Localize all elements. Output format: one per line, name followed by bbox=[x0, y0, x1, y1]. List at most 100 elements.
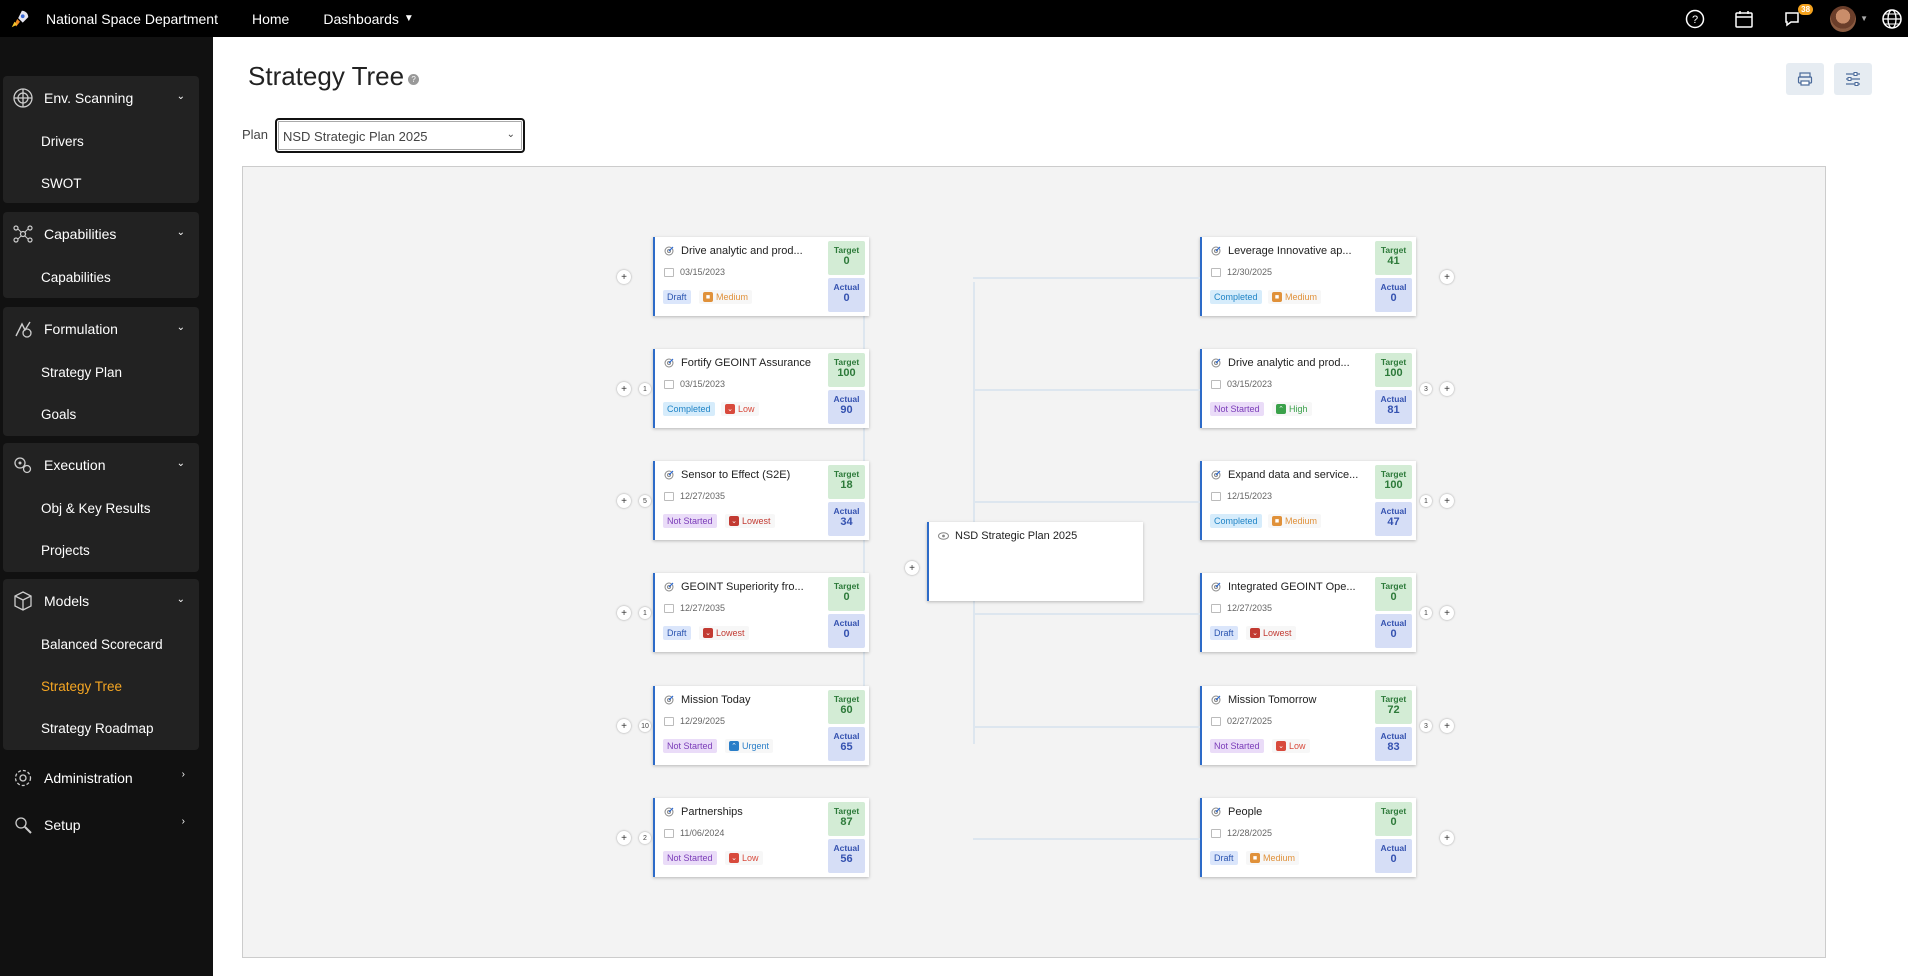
messages-icon[interactable]: 38 bbox=[1781, 3, 1814, 31]
print-button[interactable] bbox=[1786, 63, 1824, 95]
status-badge: Completed bbox=[1210, 290, 1262, 304]
priority-badge: ⌃High bbox=[1272, 402, 1312, 416]
nav-dashboards[interactable]: Dashboards▼ bbox=[323, 11, 413, 27]
sidebar-group-setup: Setup › bbox=[3, 803, 199, 847]
strategy-tree-canvas[interactable]: NSD Strategic Plan 2025 + Drive analytic… bbox=[242, 166, 1826, 958]
sidebar-item-drivers[interactable]: Drivers bbox=[41, 133, 84, 149]
sidebar-head-capabilities[interactable]: Capabilities ⌄ bbox=[3, 212, 199, 256]
filter-settings-button[interactable] bbox=[1834, 63, 1872, 95]
expand-node-button[interactable]: + bbox=[1440, 606, 1454, 620]
sidebar-item-goals[interactable]: Goals bbox=[41, 406, 77, 422]
calendar-icon bbox=[664, 268, 674, 277]
chevron-down-icon: ⌄ bbox=[176, 91, 185, 102]
expand-node-button[interactable]: + bbox=[617, 606, 631, 620]
expand-node-button[interactable]: + bbox=[617, 270, 631, 284]
target-value: 72 bbox=[1387, 704, 1400, 716]
expand-node-button[interactable]: + bbox=[617, 831, 631, 845]
priority-badge: ⌄Low bbox=[721, 402, 759, 416]
actual-label: Actual bbox=[1380, 394, 1407, 404]
child-count-badge: 2 bbox=[639, 832, 651, 844]
expand-node-button[interactable]: + bbox=[617, 719, 631, 733]
sidebar-head-administration[interactable]: Administration › bbox=[3, 756, 199, 800]
child-count-badge: 1 bbox=[1420, 607, 1432, 619]
chevron-down-icon[interactable]: ▼ bbox=[1860, 14, 1868, 23]
target-label: Target bbox=[833, 581, 860, 591]
sidebar-item-balanced-scorecard[interactable]: Balanced Scorecard bbox=[41, 636, 163, 652]
root-card[interactable]: NSD Strategic Plan 2025 bbox=[927, 522, 1143, 601]
app-title[interactable]: National Space Department bbox=[46, 10, 218, 27]
calendar-icon[interactable] bbox=[1732, 7, 1756, 31]
sidebar-item-strategy-plan[interactable]: Strategy Plan bbox=[41, 364, 123, 380]
calendar-icon bbox=[664, 604, 674, 613]
expand-node-button[interactable]: + bbox=[1440, 270, 1454, 284]
expand-node-button[interactable]: + bbox=[617, 494, 631, 508]
expand-node-button[interactable]: + bbox=[617, 382, 631, 396]
status-badge: Not Started bbox=[663, 739, 717, 753]
expand-root-button[interactable]: + bbox=[905, 561, 919, 575]
card-date: 12/28/2025 bbox=[1227, 828, 1273, 838]
sidebar-head-models[interactable]: Models ⌄ bbox=[3, 579, 199, 623]
sidebar-head-formulation[interactable]: Formulation ⌄ bbox=[3, 307, 199, 351]
actual-label: Actual bbox=[833, 618, 860, 628]
sidebar-item-strategy-tree[interactable]: Strategy Tree bbox=[41, 678, 123, 694]
priority-badge: ⌄Lowest bbox=[699, 626, 749, 640]
calendar-icon bbox=[664, 829, 674, 838]
expand-node-button[interactable]: + bbox=[1440, 719, 1454, 733]
child-count-badge: 1 bbox=[639, 607, 651, 619]
globe-icon[interactable] bbox=[1880, 7, 1904, 31]
sidebar-item-capabilities[interactable]: Capabilities bbox=[41, 269, 111, 285]
sidebar-item-obj-key-results[interactable]: Obj & Key Results bbox=[41, 500, 151, 516]
priority-icon: ⌄ bbox=[1250, 628, 1260, 638]
priority-icon: ⌄ bbox=[1276, 741, 1286, 751]
actual-label: Actual bbox=[833, 731, 860, 741]
execution-gears-icon bbox=[9, 451, 37, 479]
sidebar-group-execution: Execution ⌄ Obj & Key Results Projects bbox=[3, 443, 199, 572]
target-icon bbox=[664, 807, 674, 817]
expand-node-button[interactable]: + bbox=[1440, 831, 1454, 845]
actual-label: Actual bbox=[833, 394, 860, 404]
sidebar-item-projects[interactable]: Projects bbox=[41, 542, 90, 558]
sidebar-head-execution[interactable]: Execution ⌄ bbox=[3, 443, 199, 487]
plan-select[interactable]: NSD Strategic Plan 2025 ⌄ bbox=[275, 118, 525, 153]
priority-label: Urgent bbox=[742, 741, 770, 751]
target-value: 0 bbox=[843, 255, 850, 267]
sidebar-head-setup[interactable]: Setup › bbox=[3, 803, 199, 847]
expand-node-button[interactable]: + bbox=[1440, 382, 1454, 396]
actual-label: Actual bbox=[833, 843, 860, 853]
nav-home[interactable]: Home bbox=[252, 10, 290, 27]
child-count-badge: 10 bbox=[639, 720, 651, 732]
sidebar-item-strategy-roadmap[interactable]: Strategy Roadmap bbox=[41, 720, 154, 736]
sidebar-item-swot[interactable]: SWOT bbox=[41, 175, 82, 191]
actual-label: Actual bbox=[1380, 618, 1407, 628]
sidebar-head-label: Execution bbox=[44, 457, 106, 473]
priority-icon: ■ bbox=[703, 292, 713, 302]
sidebar-head-env-scanning[interactable]: Env. Scanning ⌄ bbox=[3, 76, 199, 120]
help-icon[interactable]: ? bbox=[1683, 7, 1707, 31]
status-badge: Completed bbox=[1210, 514, 1262, 528]
rocket-logo-icon[interactable] bbox=[2, 0, 38, 37]
expand-node-button[interactable]: + bbox=[1440, 494, 1454, 508]
priority-label: Low bbox=[742, 853, 759, 863]
user-avatar[interactable] bbox=[1830, 5, 1857, 32]
formulation-icon bbox=[9, 315, 37, 343]
actual-label: Actual bbox=[1380, 731, 1407, 741]
calendar-icon bbox=[664, 492, 674, 501]
help-icon[interactable]: ? bbox=[408, 74, 420, 85]
